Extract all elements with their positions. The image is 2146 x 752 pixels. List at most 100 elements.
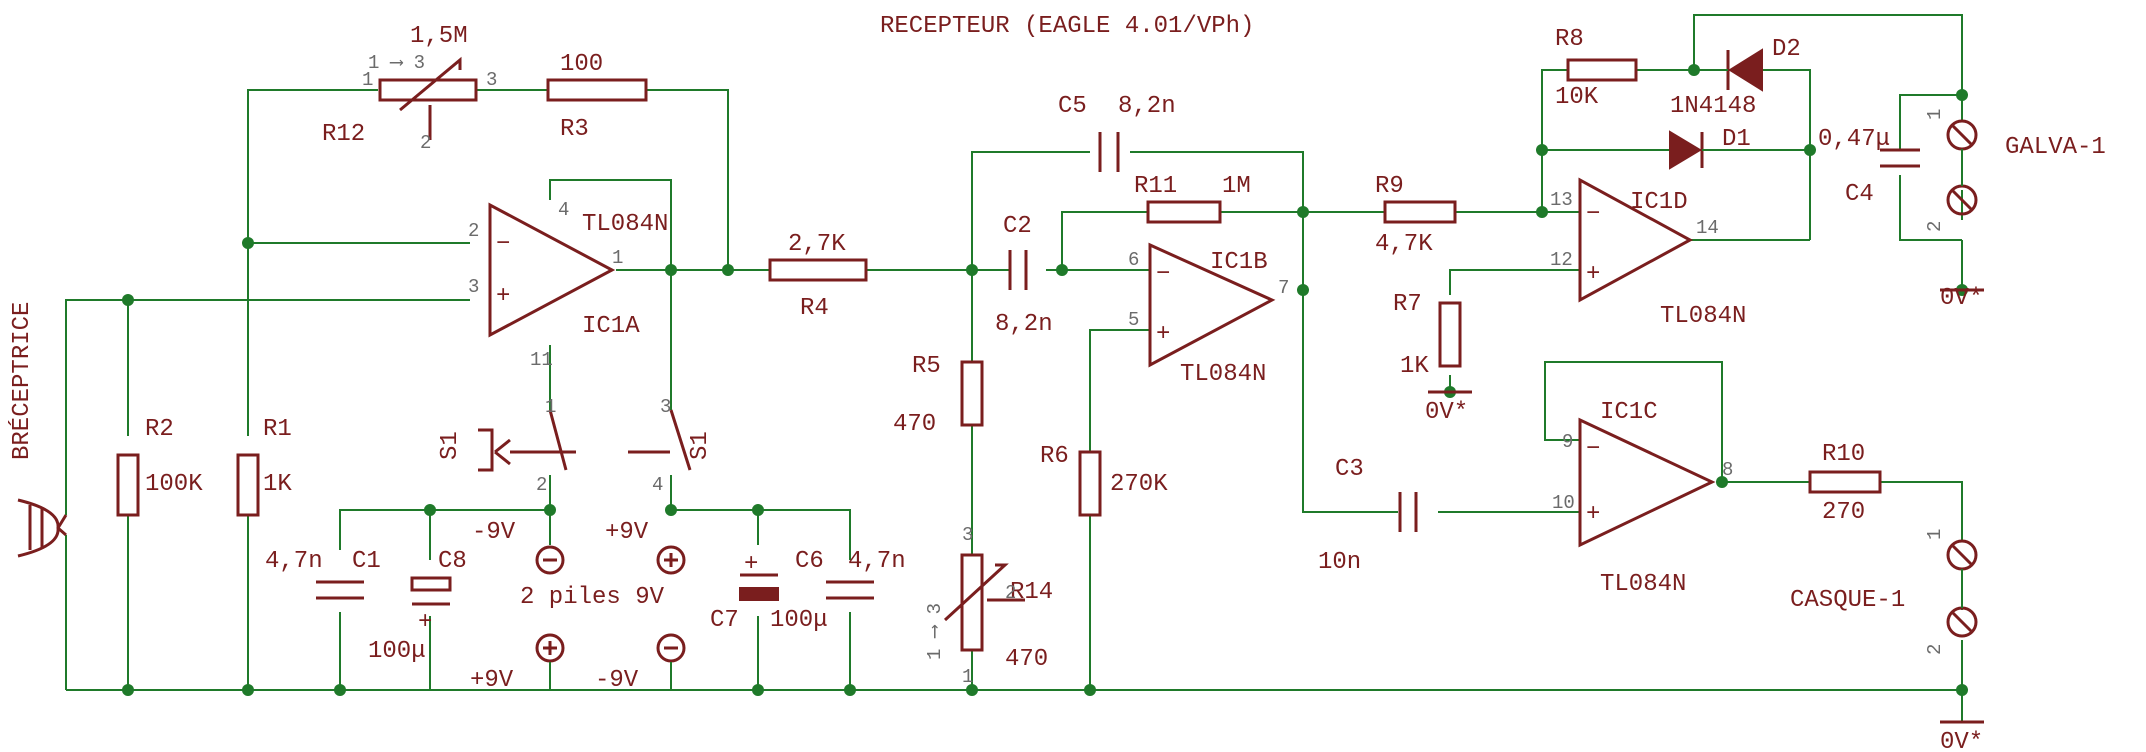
diode-d1: D1 (1669, 126, 1751, 170)
potentiometer-r14: 3 1 R14 2 1 ⟶ 3 470 (924, 524, 1053, 688)
c3-name: C3 (1335, 456, 1364, 483)
svg-text:2: 2 (1924, 644, 1946, 655)
galva-label: GALVA-1 (2005, 134, 2106, 161)
batteries-label: 2 piles 9V (520, 584, 665, 611)
resistor-r8: R8 10K (1555, 26, 1638, 111)
c5-value: 8,2n (1118, 93, 1176, 120)
opamp-ic1c: − + 9 10 8 IC1C TL084N (1552, 399, 1733, 598)
svg-text:10: 10 (1552, 492, 1575, 514)
svg-text:2: 2 (536, 474, 547, 496)
capacitor-c4: C4 0,47μ (1818, 126, 1920, 208)
battery-terminals: -9V +9V 2 piles 9V +9V -9V (470, 519, 686, 694)
resistor-r11: R11 1M (1134, 173, 1251, 224)
svg-text:+: + (496, 283, 510, 310)
ic1d-name: IC1D (1630, 189, 1688, 216)
svg-text:+: + (1156, 321, 1170, 348)
r9-value: 4,7K (1375, 231, 1433, 258)
svg-text:1: 1 (545, 396, 556, 418)
d2-value: 1N4148 (1670, 93, 1756, 120)
svg-text:12: 12 (1550, 249, 1573, 271)
r9-name: R9 (1375, 173, 1404, 200)
ic1c-type: TL084N (1600, 571, 1686, 598)
r3-value: 100 (560, 51, 603, 78)
r12-value: 1,5M (410, 23, 468, 50)
r11-value: 1M (1222, 173, 1251, 200)
r11-name: R11 (1134, 173, 1177, 200)
capacitor-c6: C6 4,7n (795, 548, 906, 600)
opamp-ic1a: − + 2 3 1 4 11 TL084N IC1A (468, 199, 668, 371)
resistor-r6: R6 270K (1040, 443, 1168, 517)
svg-text:11: 11 (530, 349, 553, 371)
antenna-label: BRÉCEPTRICE (8, 302, 36, 460)
potentiometer-r12: 1 3 2 1,5M 1 ⟶ 3 R12 (322, 23, 497, 154)
capacitor-c1: 4,7n C1 (265, 548, 381, 600)
r14-name: R14 (1010, 579, 1053, 606)
r10-value: 270 (1822, 499, 1865, 526)
page-title: RECEPTEUR (EAGLE 4.01/VPh) (880, 13, 1254, 40)
svg-text:4: 4 (652, 474, 663, 496)
ic1d-type: TL084N (1660, 303, 1746, 330)
r5-name: R5 (912, 353, 941, 380)
svg-text:1: 1 (362, 69, 373, 91)
svg-text:6: 6 (1128, 249, 1139, 271)
r6-value: 270K (1110, 471, 1168, 498)
c8-name: C8 (438, 548, 467, 575)
svg-text:9: 9 (1562, 431, 1573, 453)
d1-name: D1 (1722, 126, 1751, 153)
svg-text:4: 4 (558, 199, 569, 221)
svg-text:3: 3 (468, 276, 479, 298)
c7-name: C7 (710, 607, 739, 634)
r4-value: 2,7K (788, 231, 846, 258)
resistor-r5: R5 470 (893, 353, 984, 438)
c1-value: 4,7n (265, 548, 323, 575)
svg-text:1: 1 (1924, 529, 1946, 540)
r2-value: 100K (145, 471, 203, 498)
r14-pin-note: 1 ⟶ 3 (924, 603, 946, 660)
r2-name: R2 (145, 416, 174, 443)
c6-name: C6 (795, 548, 824, 575)
svg-text:7: 7 (1278, 277, 1289, 299)
supply-plus9-bottom: +9V (470, 667, 514, 694)
r8-name: R8 (1555, 26, 1584, 53)
c4-name: C4 (1845, 181, 1874, 208)
svg-text:1: 1 (612, 247, 623, 269)
svg-text:13: 13 (1550, 189, 1573, 211)
ic1c-name: IC1C (1600, 399, 1658, 426)
resistor-r10: R10 270 (1808, 441, 1882, 526)
r1-value: 1K (263, 471, 292, 498)
resistor-r4: 2,7K R4 (768, 231, 868, 322)
svg-text:3: 3 (660, 396, 671, 418)
r4-name: R4 (800, 295, 829, 322)
c5-name: C5 (1058, 93, 1087, 120)
svg-text:2: 2 (420, 132, 431, 154)
ic1b-name: IC1B (1210, 249, 1268, 276)
c2-value: 8,2n (995, 311, 1053, 338)
svg-text:2: 2 (468, 220, 479, 242)
r12-name: R12 (322, 121, 365, 148)
capacitor-c3: C3 10n (1318, 456, 1418, 576)
svg-text:5: 5 (1128, 309, 1139, 331)
ic1a-type: TL084N (582, 211, 668, 238)
r14-value: 470 (1005, 646, 1048, 673)
ground-symbols: 0V* 0V* 0V* (1425, 285, 1984, 752)
c3-value: 10n (1318, 549, 1361, 576)
r10-name: R10 (1822, 441, 1865, 468)
r6-name: R6 (1040, 443, 1069, 470)
d2-name: D2 (1772, 36, 1801, 63)
resistor-r9: R9 4,7K (1375, 173, 1457, 258)
antenna-symbol: BRÉCEPTRICE (8, 302, 68, 558)
junctions (122, 64, 1968, 696)
svg-text:1: 1 (962, 666, 973, 688)
wires (65, 14, 1963, 722)
connector-galva: 1 2 GALVA-1 (1924, 109, 2106, 232)
casque-label: CASQUE-1 (1790, 587, 1905, 614)
svg-text:+: + (744, 551, 758, 578)
c8-value: 100μ (368, 638, 426, 665)
svg-text:−: − (1586, 201, 1600, 228)
ground-r7: 0V* (1425, 399, 1468, 426)
resistor-r3: 100 R3 (546, 51, 648, 143)
ic1a-name: IC1A (582, 313, 640, 340)
svg-text:2: 2 (1005, 582, 1016, 604)
ground-bottom: 0V* (1940, 729, 1983, 752)
